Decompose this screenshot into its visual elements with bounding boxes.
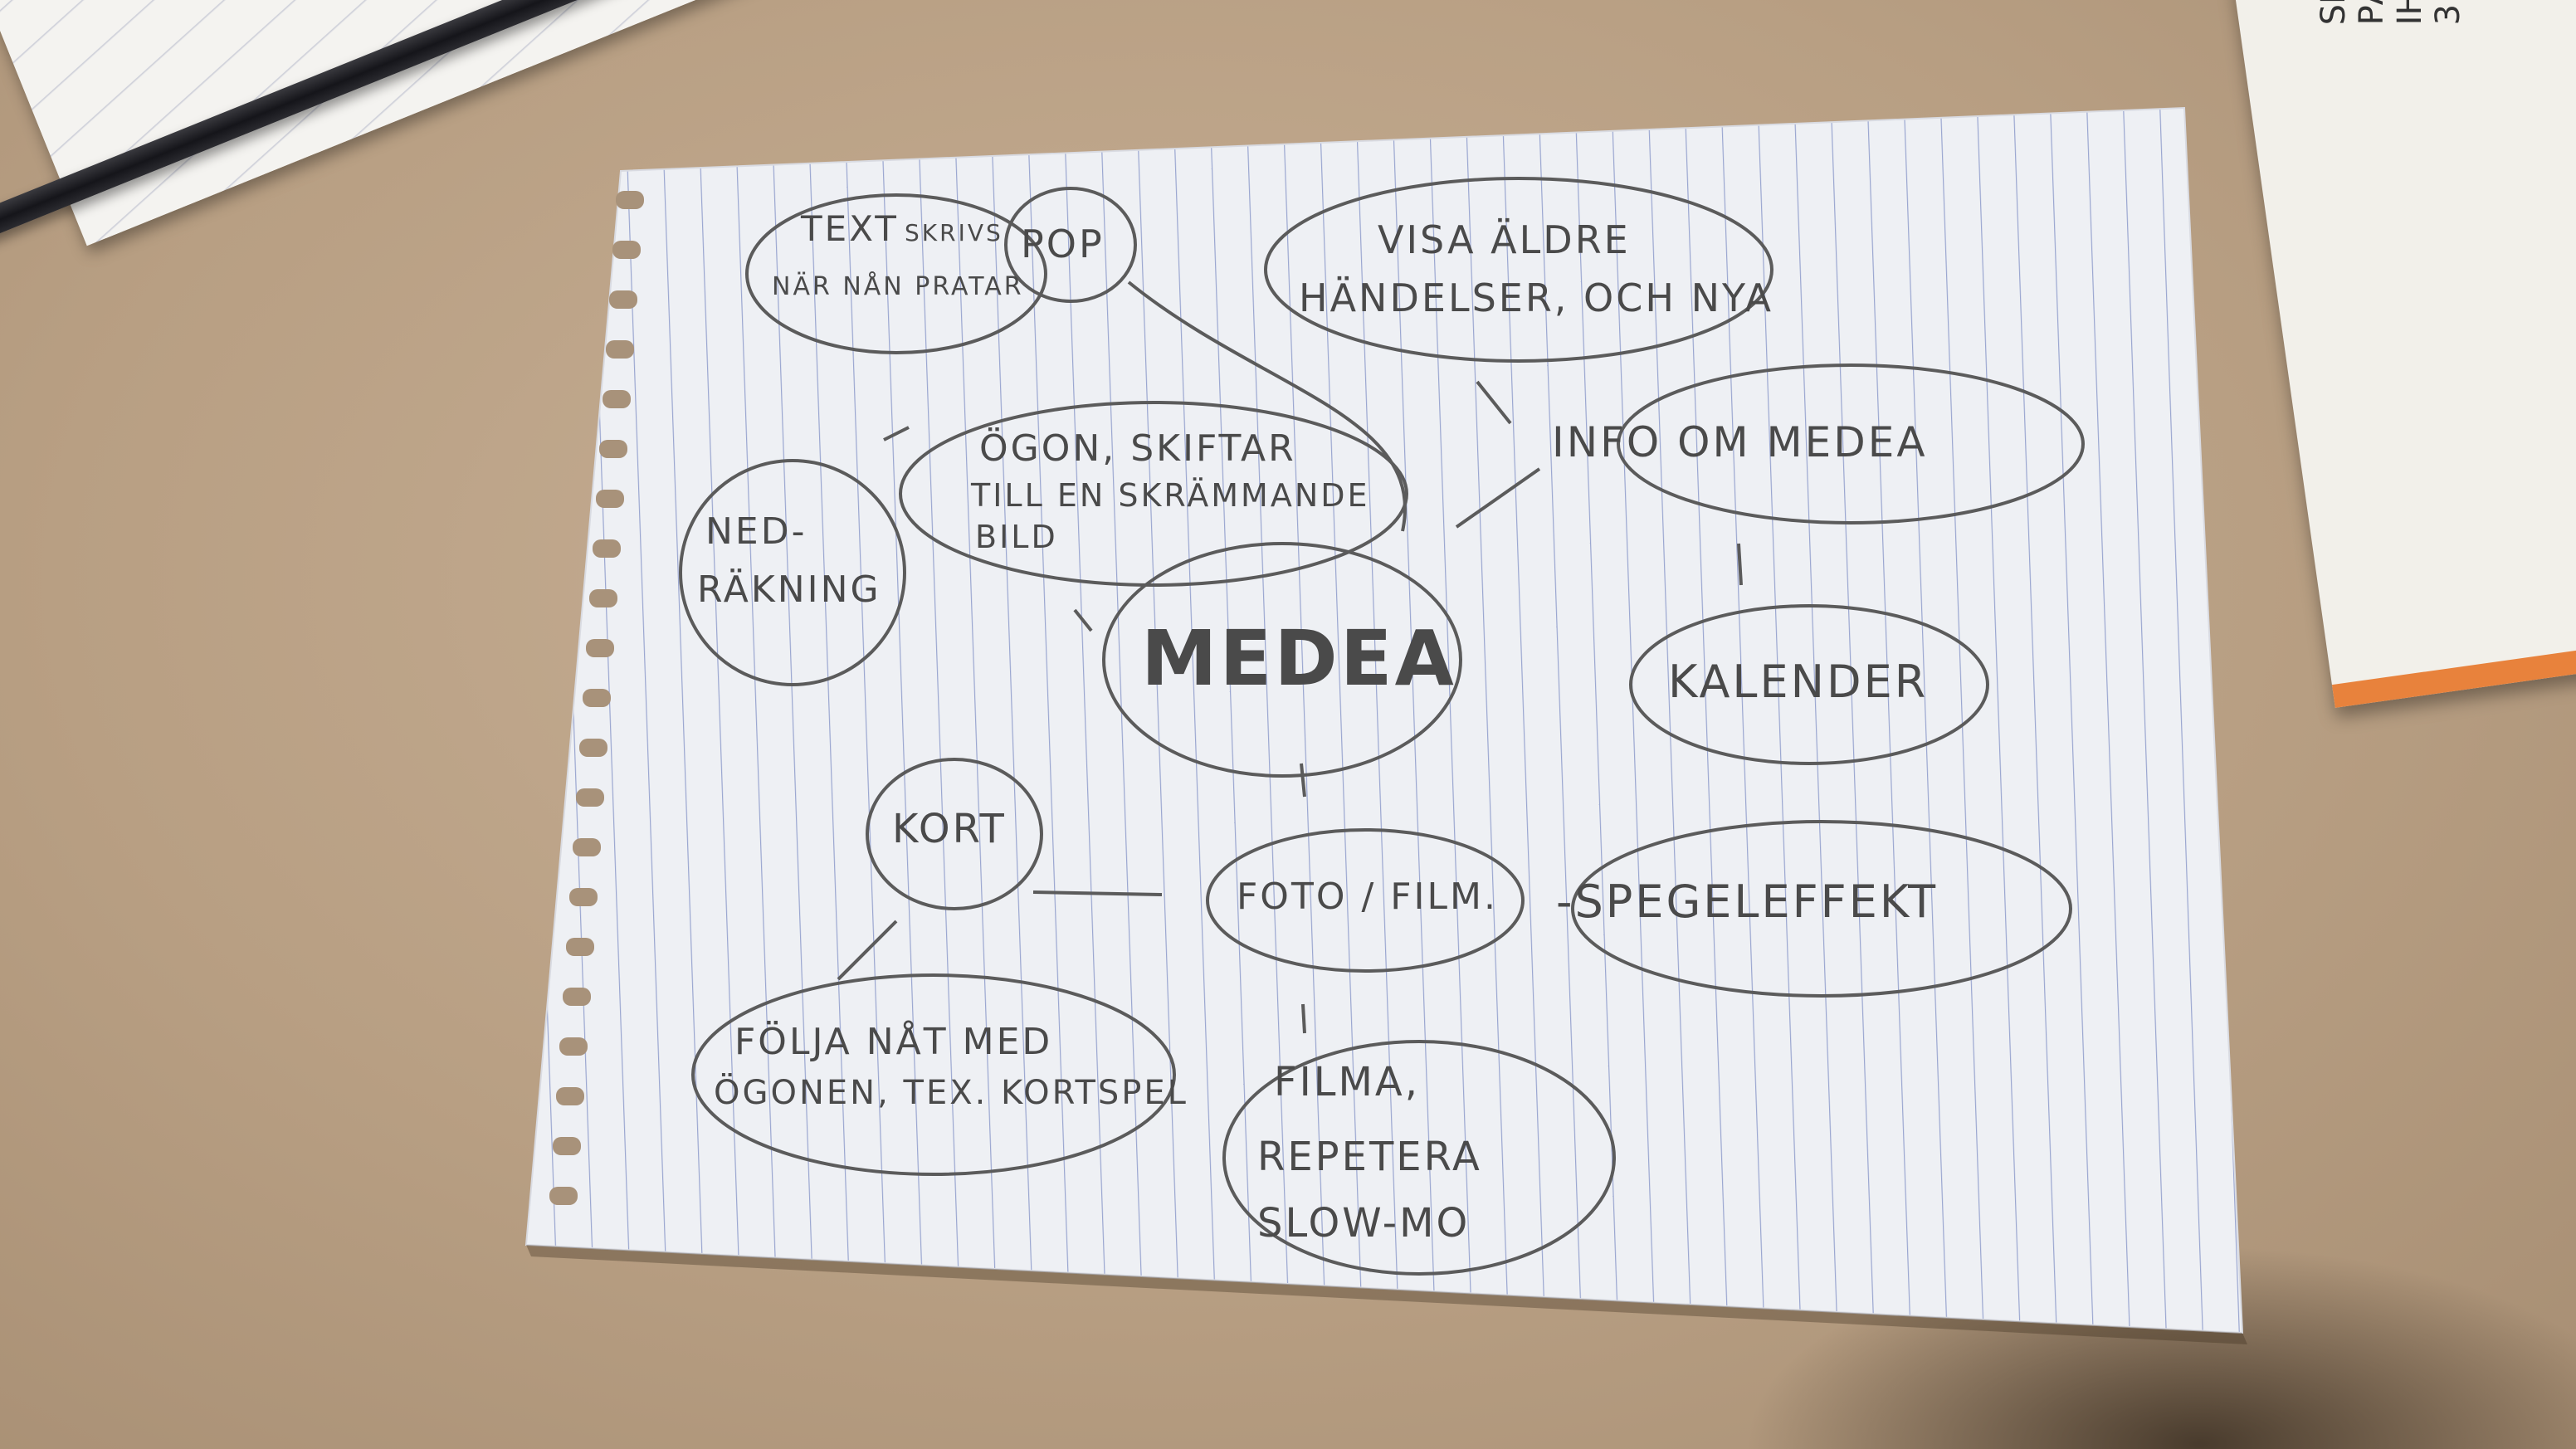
spegel-label: -SPEGELEFFEKT [1556,876,1938,928]
bubble-pop [1004,187,1137,303]
medea-center: MEDEA [1141,614,1456,703]
folja-line1: FÖLJA NÅT MED [734,1019,1052,1063]
ogon-line2: TILL EN SKRÄMMANDE [970,477,1370,514]
visa-line1: VISA ÄLDRE [1378,217,1631,262]
kalender-label: KALENDER [1668,656,1928,708]
connector-ogon [883,426,910,442]
connector-filma [1301,1003,1306,1034]
text-node-line1b: SKRIVS [905,219,1003,246]
connector-folja [837,920,898,981]
bubble-filma [1222,1040,1616,1276]
pop-label: POP [1021,222,1105,266]
filma-line1: FILMA, [1274,1059,1420,1105]
connector-visa [1476,380,1512,425]
visa-line2: HÄNDELSER, OCH NYA [1299,276,1773,320]
filma-line2: REPETERA [1257,1134,1482,1180]
paper-sheet [524,106,2244,1334]
bubble-spegel [1571,820,2072,998]
bubble-folja [691,973,1176,1176]
bubble-foto [1206,828,1525,973]
bubble-info [1617,363,2085,524]
ned-line1: NED- [705,510,807,553]
filma-line3: SLOW-MO [1257,1200,1470,1247]
ogon-line3: BILD [975,519,1058,555]
connector-pop [1127,281,1407,532]
bubble-kort [866,758,1043,910]
bubble-ogon [899,401,1408,587]
bubble-kalender [1629,604,1989,765]
bubble-visa [1264,177,1773,363]
foto-label: FOTO / FILM. [1237,876,1498,918]
text-node-line2: NÄR NÅN PRATAR [772,271,1024,301]
paper-sheet-shadow [526,1245,2247,1344]
text-node-line1: TEXT [800,208,899,249]
ogon-line1: ÖGON, SKIFTAR [979,427,1296,470]
connector-foto-up [1300,763,1306,798]
connector-info [1455,467,1541,529]
connector-ned [1073,608,1093,632]
kort-label: KORT [892,806,1007,852]
folja-line2: ÖGONEN, TEX. KORTSPEL [714,1072,1188,1112]
connector-kort [1032,890,1163,896]
connector-kalender [1737,543,1743,586]
spiral-holes [549,191,644,1205]
bubble-medea [1102,542,1462,778]
info-label: INFO OM MEDEA [1552,418,1928,466]
bubble-ned [679,459,906,686]
bubble-text [745,193,1047,354]
ned-line2: RÄKNING [697,568,881,611]
